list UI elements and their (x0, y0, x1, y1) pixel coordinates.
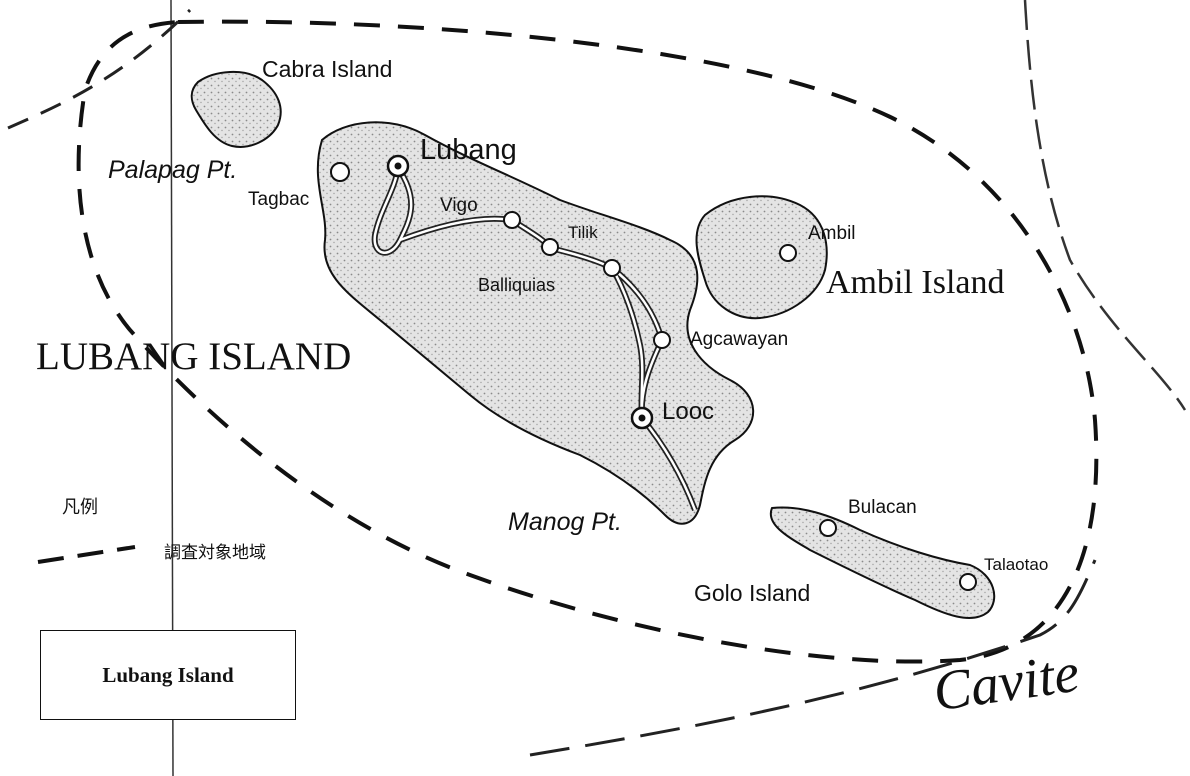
boundary-line-cavite (529, 559, 1097, 757)
marker-palapag (330, 162, 350, 182)
palapag-point-label: Palapag Pt. (108, 156, 238, 184)
legend-title: 凡例 (62, 497, 98, 517)
marker-bulacan (819, 519, 837, 537)
marker-tilik (541, 238, 559, 256)
looc-label: Looc (662, 398, 715, 425)
marker-ambil (779, 244, 797, 262)
tagbac-label: Tagbac (248, 189, 310, 210)
marker-looc-center (638, 414, 646, 422)
lubang-town-label: Lubang (420, 134, 517, 166)
balliquias-label: Balliquias (478, 275, 556, 295)
ambil-island-shape (695, 195, 828, 320)
survey-area-boundary (76, 19, 1099, 664)
tilik-label: Tilik (568, 223, 598, 242)
agcawayan-label: Agcawayan (690, 329, 789, 350)
legend-box: Lubang Island (40, 630, 296, 720)
cabra-island-label: Cabra Island (262, 56, 393, 82)
vigo-label: Vigo (440, 195, 478, 216)
boundary-line-northwest (7, 8, 192, 130)
marker-lubang-center (394, 162, 402, 170)
legend-dashed-sample (37, 545, 136, 564)
ambil-island-label: Ambil Island (826, 264, 1005, 301)
marker-vigo (503, 211, 521, 229)
cabra-island-shape (190, 70, 282, 148)
marker-talaotao (959, 573, 977, 591)
lubang-island-label: LUBANG ISLAND (36, 335, 352, 378)
legend-box-label: Lubang Island (102, 662, 234, 687)
marker-agcawayan (653, 331, 671, 349)
manog-point-label: Manog Pt. (508, 508, 622, 536)
bulacan-label: Bulacan (848, 497, 917, 518)
talaotao-label: Talaotao (984, 555, 1049, 574)
legend-survey-area-label: 調査対象地域 (164, 543, 266, 562)
boundary-line-east (1023, 0, 1187, 411)
ambil-town-label: Ambil (808, 223, 856, 244)
lubang-island-shape (316, 121, 755, 525)
golo-island-label: Golo Island (694, 580, 811, 606)
marker-balliquias (603, 259, 621, 277)
